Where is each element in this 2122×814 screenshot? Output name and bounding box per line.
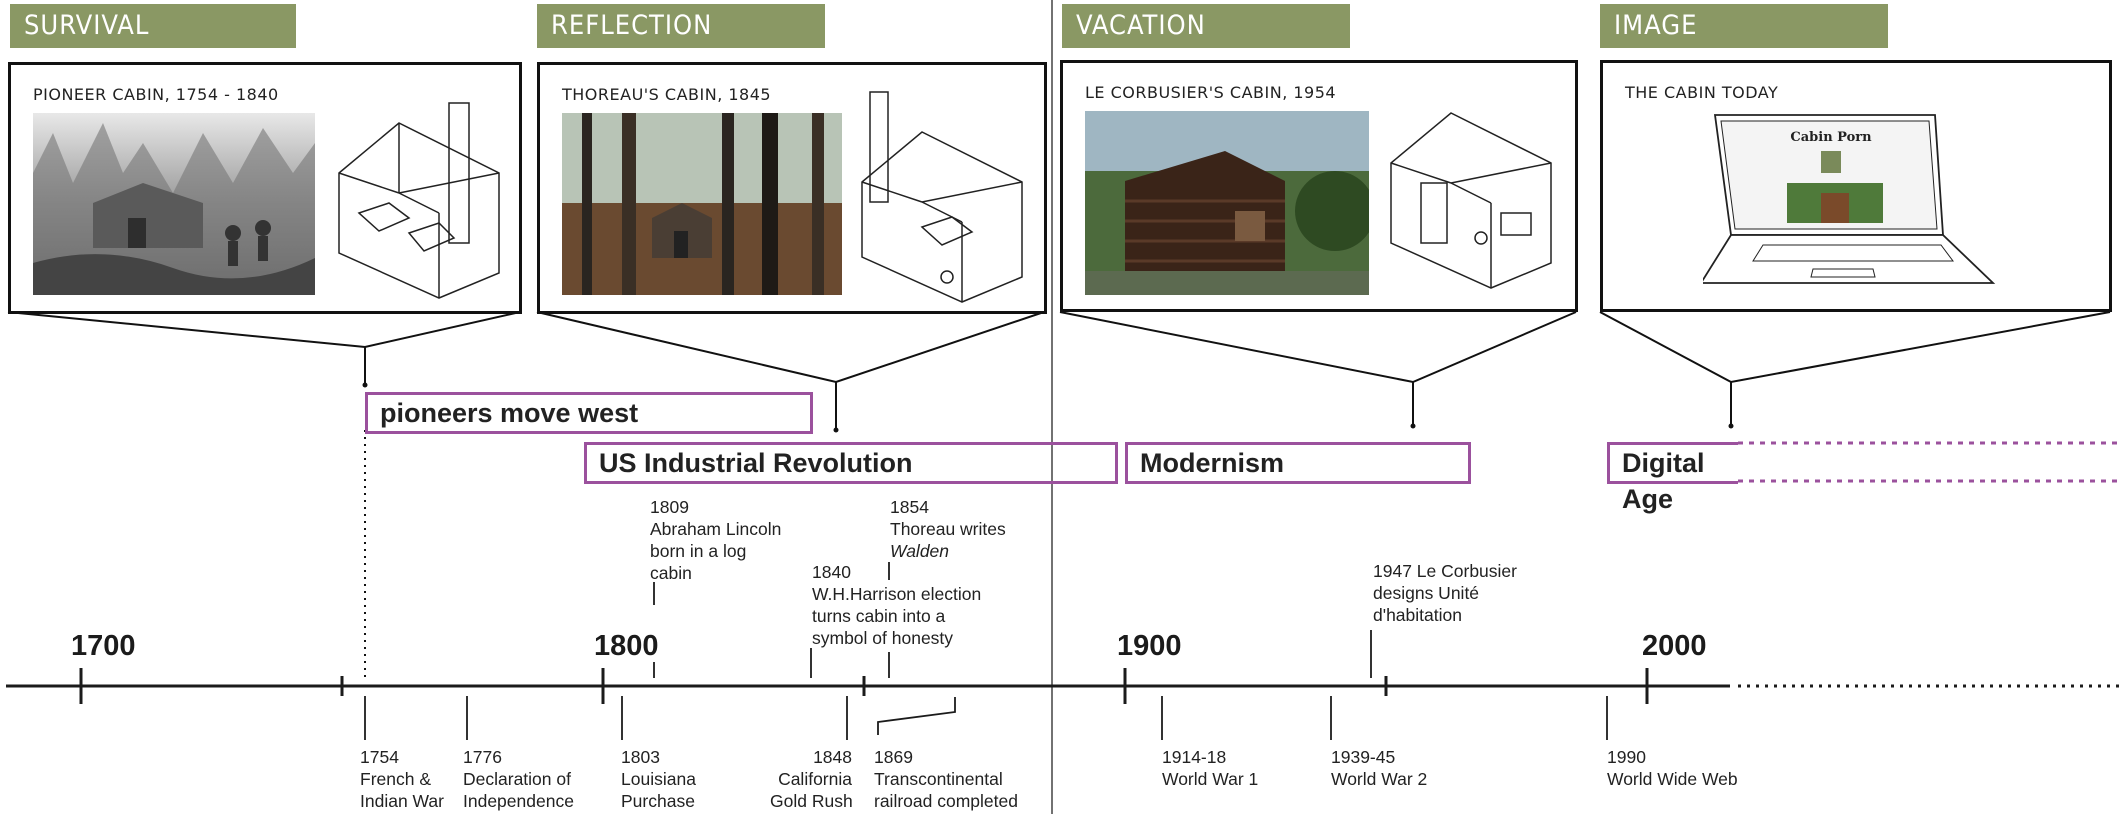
panel-cabin-today: THE CABIN TODAY Cabin Porn [1600,60,2112,312]
cabin-isometric-drawing [1390,112,1552,289]
panel-title: PIONEER CABIN, 1754 - 1840 [33,85,279,104]
panel-pioneer-cabin: PIONEER CABIN, 1754 - 1840 [8,62,522,314]
era-digital-age: Digital Age [1607,442,1738,514]
tab-reflection: REFLECTION [537,4,825,48]
decade-label: 2000 [1642,630,1707,662]
panel-title: THOREAU'S CABIN, 1845 [562,85,772,104]
decade-label: 1800 [594,630,659,662]
event-1840-harrison: 1840 W.H.Harrison election turns cabin i… [812,562,982,648]
era-pioneers-move-west: pioneers move west [365,392,813,434]
tab-survival: SURVIVAL [10,4,296,48]
panel-thoreau-cabin: THOREAU'S CABIN, 1845 [537,62,1047,314]
era-us-industrial-revolution: US Industrial Revolution [584,442,1118,484]
event-1854-thoreau: 1854 Thoreau writes Walden [890,497,1006,561]
decade-label: 1900 [1117,630,1182,662]
event-1947-le-corbusier: 1947 Le Corbusier designs Unité d'habita… [1373,561,1517,625]
pioneer-engraving-image [33,113,315,295]
panel-title: THE CABIN TODAY [1625,83,1779,102]
decade-label: 1700 [71,630,136,662]
laptop-image: Cabin Porn [1703,114,1996,284]
cabin-isometric-drawing [338,102,500,299]
cabin-isometric-drawing [861,91,1023,303]
panel-title: LE CORBUSIER'S CABIN, 1954 [1085,83,1337,102]
era-modernism: Modernism [1125,442,1471,484]
tab-image: IMAGE [1600,4,1888,48]
thoreau-cabin-photo [562,113,842,295]
le-corbusier-cabin-photo [1085,111,1369,295]
event-1809-lincoln: 1809 Abraham Lincoln born in a log cabin [650,497,782,583]
laptop-site-title: Cabin Porn [1790,130,1872,145]
tab-vacation: VACATION [1062,4,1350,48]
panel-le-corbusier-cabin: LE CORBUSIER'S CABIN, 1954 [1060,60,1578,312]
